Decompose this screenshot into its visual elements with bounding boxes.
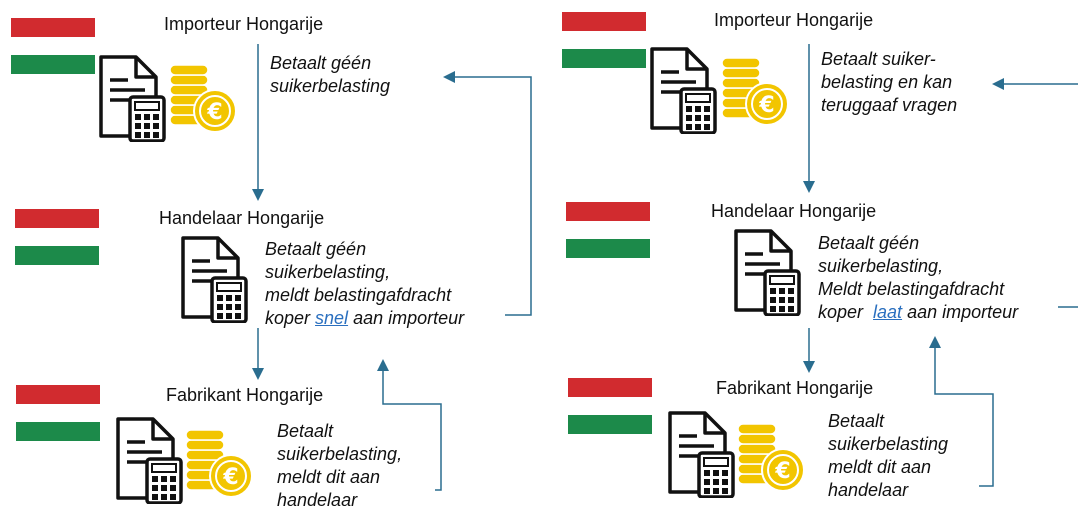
hungary-flag (568, 378, 652, 434)
description-line: Betaalt (828, 411, 885, 431)
scenario-right: Importeur Hongarije € Betaalt suiker- be… (539, 0, 1078, 510)
description-line: meldt dit aan (277, 467, 381, 487)
highlight-word: laat (873, 302, 903, 322)
hungary-flag (566, 202, 650, 258)
description-line: Betaalt géén (818, 233, 920, 253)
importer-description: Betaalt géén suikerbelasting (270, 52, 390, 98)
euro-coins-icon: € (169, 64, 237, 133)
hungary-flag (11, 18, 95, 74)
description-line: koper snel aan importeur (265, 307, 464, 330)
manufacturer-description: Betaalt suikerbelasting meldt dit aan ha… (828, 410, 948, 502)
description-line: teruggaaf vragen (821, 95, 958, 115)
description-line: belasting en kan (821, 72, 953, 92)
description-line: Meldt belastingafdracht (818, 279, 1005, 299)
description-line: suikerbelasting, (265, 262, 391, 282)
description-line: Betaalt géén (265, 239, 367, 259)
description-text: koper (265, 308, 316, 328)
manufacturer-description: Betaalt suikerbelasting, meldt dit aan h… (277, 420, 402, 512)
description-line: koper laat aan importeur (818, 301, 1018, 324)
euro-coins-icon: € (721, 57, 789, 126)
svg-text:€: € (774, 459, 790, 484)
euro-coins-icon: € (737, 423, 805, 492)
hungary-flag (16, 385, 100, 441)
left-connectors (252, 44, 532, 491)
svg-text:€: € (222, 465, 238, 490)
description-line: handelaar (277, 490, 358, 510)
invoice-calculator-icon (181, 236, 248, 323)
description-line: suikerbelasting (828, 434, 949, 454)
importer-title: Importeur Hongarije (164, 14, 324, 34)
manufacturer-title: Fabrikant Hongarije (716, 378, 874, 398)
description-text: aan importeur (902, 302, 1019, 322)
svg-text:€: € (758, 93, 774, 118)
highlight-word: snel (315, 308, 349, 328)
description-line: handelaar (828, 480, 909, 500)
trader-description: Betaalt géén suikerbelasting, Meldt bela… (818, 232, 1018, 324)
euro-coins-icon: € (185, 429, 253, 498)
hungary-flag (562, 12, 646, 68)
description-line: meldt dit aan (828, 457, 932, 477)
importer-description: Betaalt suiker- belasting en kan terugga… (821, 48, 957, 117)
description-text: koper (818, 302, 874, 322)
description-line: suikerbelasting (270, 76, 391, 96)
trader-title: Handelaar Hongarije (159, 208, 325, 228)
scenario-left: Importeur Hongarije € Betaalt géén suike… (0, 0, 539, 510)
description-text: aan importeur (348, 308, 465, 328)
description-line: suikerbelasting, (277, 444, 403, 464)
importer-title: Importeur Hongarije (714, 10, 874, 30)
trader-title: Handelaar Hongarije (711, 201, 877, 221)
description-line: meldt belastingafdracht (265, 285, 452, 305)
description-line: Betaalt suiker- (821, 49, 936, 69)
invoice-calculator-icon (116, 417, 183, 504)
right-connectors (803, 44, 1078, 487)
invoice-calculator-icon (734, 229, 801, 316)
report-arrow-manufacturer-to-trader (377, 359, 442, 491)
description-line: Betaalt (277, 421, 334, 441)
trader-description: Betaalt géén suikerbelasting, meldt bela… (265, 238, 464, 330)
description-line: Betaalt géén (270, 53, 372, 73)
invoice-calculator-icon (99, 55, 166, 142)
hungary-flag (15, 209, 99, 265)
report-arrow-trader-to-importer (443, 71, 532, 316)
invoice-calculator-icon (650, 47, 717, 134)
description-line: suikerbelasting, (818, 256, 944, 276)
invoice-calculator-icon (668, 411, 735, 498)
svg-text:€: € (206, 100, 222, 125)
report-arrow-manufacturer-to-trader (929, 336, 994, 487)
manufacturer-title: Fabrikant Hongarije (166, 385, 324, 405)
